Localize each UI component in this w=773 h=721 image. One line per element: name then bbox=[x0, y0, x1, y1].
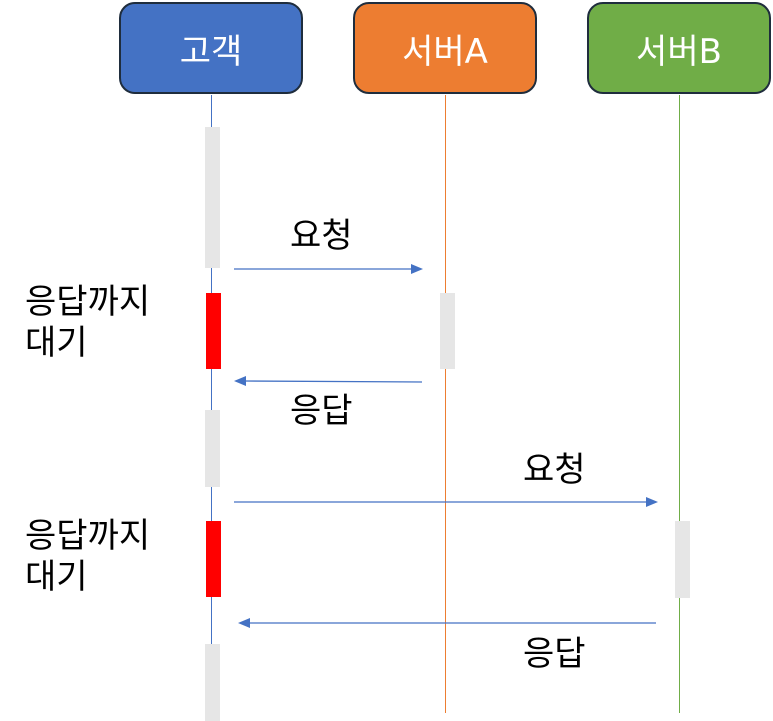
note-waiting-2-line1: 응답까지 bbox=[25, 516, 151, 556]
actor-server-a: 서버A bbox=[353, 2, 537, 94]
server-b-activation-bar bbox=[675, 521, 690, 598]
lifeline-server-b bbox=[679, 95, 680, 713]
arrow-response-a bbox=[234, 376, 423, 386]
note-waiting-1-line1: 응답까지 bbox=[25, 282, 151, 322]
arrow-request-a bbox=[234, 264, 423, 274]
client-idle-bar bbox=[205, 644, 220, 721]
message-label-response-b: 응답 bbox=[523, 634, 586, 674]
actor-client-label: 고객 bbox=[179, 31, 243, 72]
arrow-response-b bbox=[238, 618, 656, 628]
arrow-request-b bbox=[234, 497, 658, 507]
client-idle-bar bbox=[205, 410, 220, 487]
lifeline-server-a bbox=[445, 95, 446, 713]
note-waiting-1-line2: 대기 bbox=[25, 322, 88, 363]
note-waiting-2: 응답까지 대기 bbox=[25, 516, 150, 598]
message-label-request-b: 요청 bbox=[523, 450, 586, 490]
actor-server-b: 서버B bbox=[587, 2, 771, 94]
actor-client: 고객 bbox=[119, 2, 303, 94]
lifeline-client bbox=[211, 95, 212, 721]
note-waiting-1: 응답까지 대기 bbox=[25, 282, 150, 364]
actor-server-a-label: 서버A bbox=[402, 31, 488, 72]
server-a-activation-bar bbox=[440, 293, 455, 369]
message-label-response-a: 응답 bbox=[290, 391, 353, 431]
client-idle-bar bbox=[205, 127, 220, 268]
client-waiting-bar bbox=[206, 521, 221, 597]
client-waiting-bar bbox=[206, 293, 221, 369]
message-label-request-a: 요청 bbox=[290, 216, 353, 256]
note-waiting-2-line2: 대기 bbox=[25, 556, 88, 597]
actor-server-b-label: 서버B bbox=[636, 31, 722, 72]
